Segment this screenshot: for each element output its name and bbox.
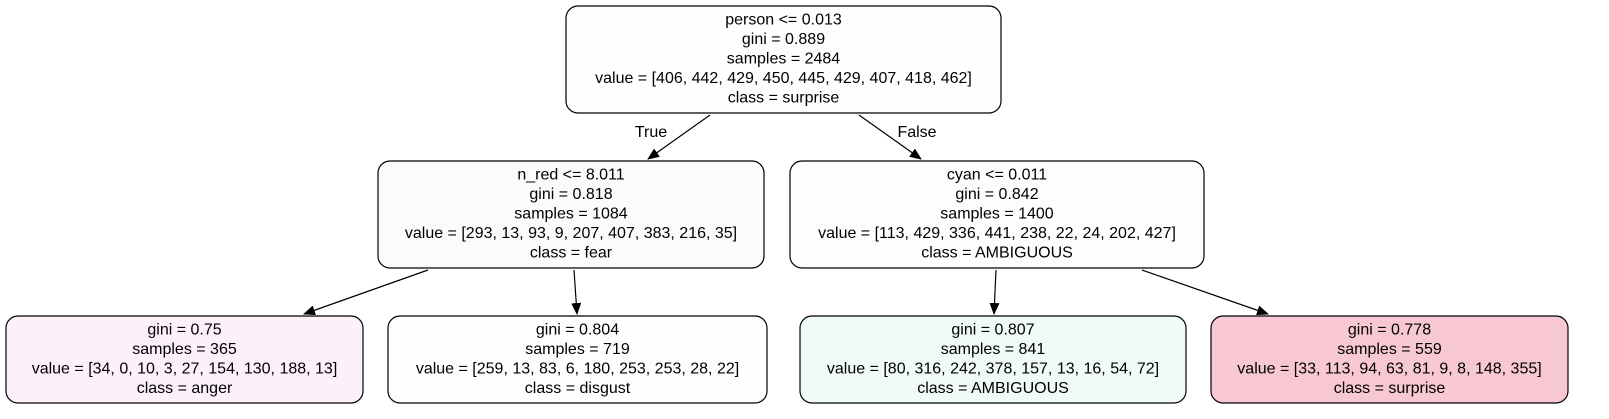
edge-arrow-right-to-leaf-surprise xyxy=(1141,269,1269,316)
node-line: gini = 0.807 xyxy=(951,321,1034,338)
node-box xyxy=(5,315,364,404)
node-box xyxy=(377,160,765,269)
node-line: value = [80, 316, 242, 378, 157, 13, 16,… xyxy=(827,360,1159,377)
edge-arrow-root-to-left xyxy=(647,114,711,160)
node-line: gini = 0.804 xyxy=(536,321,619,338)
tree-node-leaf-surprise: gini = 0.778 samples = 559 value = [33, 11… xyxy=(1210,315,1569,404)
node-line: value = [34, 0, 10, 3, 27, 154, 130, 188… xyxy=(32,360,338,377)
node-line: class = anger xyxy=(137,380,233,397)
edge-arrow-left-to-leaf-anger xyxy=(303,269,429,316)
node-line: class = AMBIGUOUS xyxy=(921,245,1073,262)
tree-node-leaf-ambiguous: gini = 0.807 samples = 841 value = [80, 31… xyxy=(799,315,1187,404)
edge-label: False xyxy=(897,124,936,141)
node-line: n_red <= 8.011 xyxy=(517,167,624,184)
edge-arrow-root-to-right xyxy=(858,114,922,160)
node-line: gini = 0.778 xyxy=(1348,321,1431,338)
tree-node-left: n_red <= 8.011 gini = 0.818 samples = 1084… xyxy=(377,160,765,269)
tree-node-right: cyan <= 0.011 gini = 0.842 samples = 1400 v… xyxy=(789,160,1205,269)
edges-layer: True False xyxy=(303,114,1269,316)
node-line: samples = 559 xyxy=(1337,341,1442,358)
node-line: gini = 0.818 xyxy=(529,186,612,203)
node-line: gini = 0.842 xyxy=(955,186,1038,203)
node-line: class = fear xyxy=(530,245,613,262)
edge-arrow-right-to-leaf-ambiguous xyxy=(989,269,1000,315)
node-line: samples = 365 xyxy=(132,341,237,358)
node-box xyxy=(789,160,1205,269)
node-line: samples = 1084 xyxy=(514,206,628,223)
node-box xyxy=(799,315,1187,404)
edge-label: True xyxy=(635,124,667,141)
tree-node-root: person <= 0.013 gini = 0.889 samples = 248… xyxy=(565,5,1002,114)
node-line: gini = 0.75 xyxy=(147,321,221,338)
node-line: samples = 2484 xyxy=(727,51,841,68)
node-line: value = [259, 13, 83, 6, 180, 253, 253, … xyxy=(416,360,739,377)
node-line: person <= 0.013 xyxy=(725,12,842,29)
node-line: samples = 1400 xyxy=(940,206,1054,223)
node-line: samples = 841 xyxy=(941,341,1046,358)
node-line: value = [406, 442, 429, 450, 445, 429, 4… xyxy=(595,70,972,87)
node-line: cyan <= 0.011 xyxy=(947,167,1047,184)
node-line: value = [113, 429, 336, 441, 238, 22, 24… xyxy=(818,225,1176,242)
tree-node-leaf-disgust: gini = 0.804 samples = 719 value = [259, 1… xyxy=(387,315,768,404)
node-line: class = AMBIGUOUS xyxy=(917,380,1069,397)
edge-arrow-left-to-leaf-disgust xyxy=(571,269,582,315)
node-line: value = [293, 13, 93, 9, 207, 407, 383, … xyxy=(405,225,737,242)
node-line: value = [33, 113, 94, 63, 81, 9, 8, 148,… xyxy=(1237,360,1541,377)
node-line: samples = 719 xyxy=(525,341,630,358)
node-box xyxy=(387,315,768,404)
node-box xyxy=(1210,315,1569,404)
tree-node-leaf-anger: gini = 0.75 samples = 365 value = [34, 0, … xyxy=(5,315,364,404)
node-line: class = disgust xyxy=(525,380,631,397)
node-line: class = surprise xyxy=(728,90,840,107)
nodes-layer: person <= 0.013 gini = 0.889 samples = 248… xyxy=(5,5,1569,404)
node-box xyxy=(565,5,1002,114)
node-line: gini = 0.889 xyxy=(742,31,825,48)
node-line: class = surprise xyxy=(1334,380,1446,397)
